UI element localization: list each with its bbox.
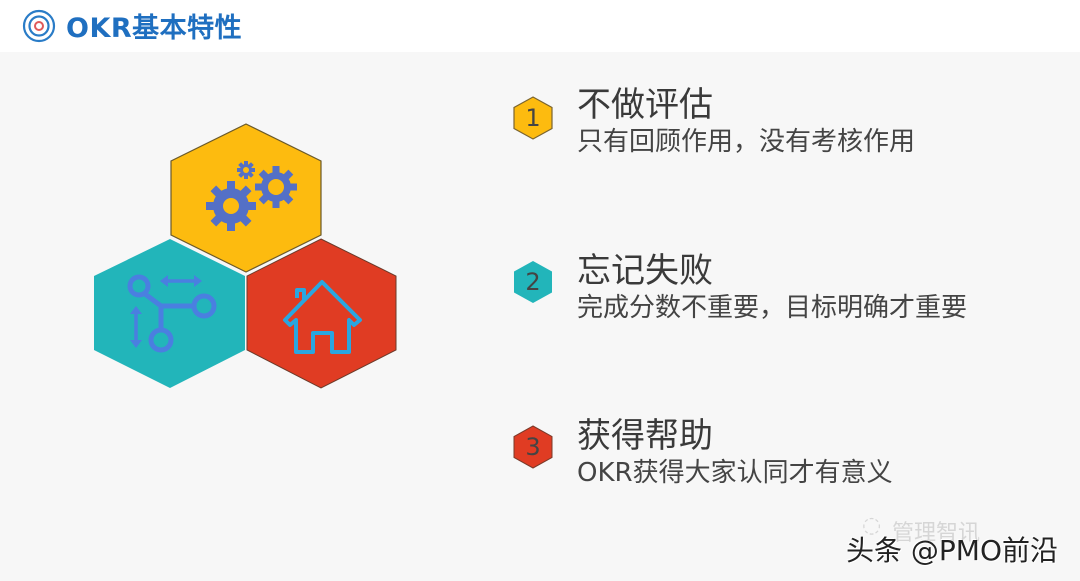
item-title: 获得帮助 — [577, 416, 713, 456]
item-title: 忘记失败 — [577, 251, 713, 291]
arrowheads — [130, 275, 202, 348]
hexagon-right — [246, 238, 397, 389]
wechat-icon: ◌ — [862, 513, 882, 538]
item-description: OKR获得大家认同才有意义 — [577, 458, 893, 488]
number-badge-3: 3 — [510, 424, 556, 470]
number-badge-2: 2 — [510, 259, 556, 305]
number-badge-1: 1 — [510, 95, 556, 141]
page-title: OKR基本特性 — [66, 13, 243, 44]
number-label: 2 — [525, 268, 541, 296]
hexagon-badge-icon — [513, 96, 553, 140]
target-icon — [22, 9, 56, 43]
header-band — [0, 0, 1080, 52]
hexagon-badge-icon — [513, 425, 553, 469]
hexagon-left — [94, 239, 245, 388]
toutiao-watermark: 头条 @PMO前沿 — [846, 534, 1058, 567]
house-icon — [283, 280, 362, 354]
number-label: 1 — [525, 104, 541, 132]
item-description: 完成分数不重要，目标明确才重要 — [577, 293, 968, 323]
item-description: 只有回顾作用，没有考核作用 — [577, 127, 916, 157]
hexagon-badge-icon — [514, 261, 552, 303]
wechat-watermark-text: 管理智讯 — [892, 521, 981, 546]
workflow-icon — [127, 274, 217, 353]
wechat-watermark: ◌ 管理智讯 — [862, 513, 981, 547]
item-title: 不做评估 — [577, 85, 713, 125]
number-label: 3 — [525, 433, 541, 461]
